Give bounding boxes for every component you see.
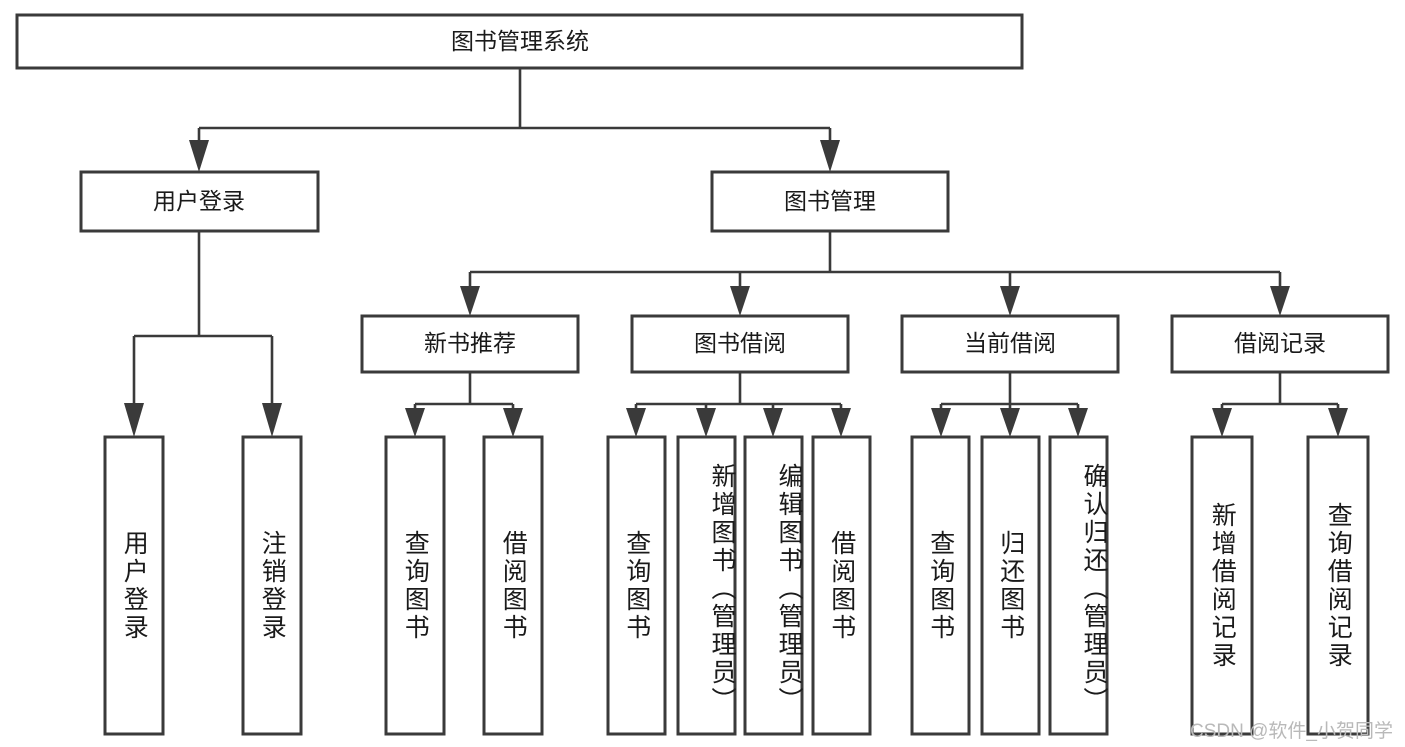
node-box-leaf-query-borrow-record[interactable] [1306, 435, 1370, 736]
node-box-leaf-user-login[interactable] [103, 435, 165, 736]
arrow-head-icon [931, 408, 951, 437]
node-box-user-login[interactable] [79, 170, 320, 233]
node-box-leaf-borrow-book-1[interactable] [482, 435, 544, 736]
arrow-head-icon [831, 408, 851, 437]
node-label-book-borrow: 图书借阅 [694, 330, 786, 356]
arrow-head-icon [1000, 286, 1020, 316]
arrow-head-icon [1328, 408, 1348, 437]
arrow-head-icon [189, 140, 209, 172]
arrow-head-icon [1212, 408, 1232, 437]
connector-record-to-leaves [1212, 372, 1348, 437]
node-box-leaf-add-borrow-record[interactable] [1190, 435, 1254, 736]
node-box-leaf-logout[interactable] [241, 435, 303, 736]
node-box-current-borrow[interactable] [900, 314, 1120, 374]
arrow-head-icon [1270, 286, 1290, 316]
node-box-borrow-record[interactable] [1170, 314, 1390, 374]
node-label-book-management: 图书管理 [784, 188, 876, 214]
node-box-leaf-return-book[interactable] [980, 435, 1041, 736]
node-box-leaf-query-book-3[interactable] [910, 435, 971, 736]
node-box-leaf-query-book-1[interactable] [384, 435, 446, 736]
arrow-head-icon [820, 140, 840, 172]
node-box-book-management[interactable] [710, 170, 950, 233]
node-box-new-book-recommend[interactable] [360, 314, 580, 374]
node-box-leaf-borrow-book-2[interactable] [811, 435, 872, 736]
arrow-head-icon [763, 408, 783, 437]
connector-borrow-to-leaves [626, 372, 851, 437]
node-box-leaf-edit-book-admin[interactable] [743, 435, 804, 736]
node-label-root: 图书管理系统 [451, 28, 589, 54]
arrow-head-icon [503, 408, 523, 437]
arrow-head-icon [730, 286, 750, 316]
node-box-root[interactable] [15, 13, 1024, 70]
arrow-head-icon [696, 408, 716, 437]
node-box-leaf-add-book-admin[interactable] [676, 435, 737, 736]
node-label-user-login: 用户登录 [153, 188, 245, 214]
arrow-head-icon [626, 408, 646, 437]
arrow-head-icon [405, 408, 425, 437]
arrow-head-icon [262, 403, 282, 437]
connector-bookmgmt-to-level3 [460, 231, 1290, 316]
arrow-head-icon [1000, 408, 1020, 437]
arrow-head-icon [460, 286, 480, 316]
node-box-book-borrow[interactable] [630, 314, 850, 374]
connector-newbook-to-leaves [405, 372, 523, 437]
arrow-head-icon [124, 403, 144, 437]
node-box-leaf-confirm-return-admin[interactable] [1048, 435, 1109, 736]
arrow-head-icon [1068, 408, 1088, 437]
connector-current-to-leaves [931, 372, 1088, 437]
node-label-current-borrow: 当前借阅 [964, 330, 1056, 356]
connector-userlogin-to-leaves [124, 231, 282, 437]
connector-root-to-level2 [189, 68, 840, 172]
node-box-leaf-query-book-2[interactable] [606, 435, 667, 736]
node-label-borrow-record: 借阅记录 [1234, 330, 1326, 356]
watermark-text: CSDN @软件_小贺同学 [1190, 721, 1393, 742]
node-label-new-book-recommend: 新书推荐 [424, 330, 516, 356]
